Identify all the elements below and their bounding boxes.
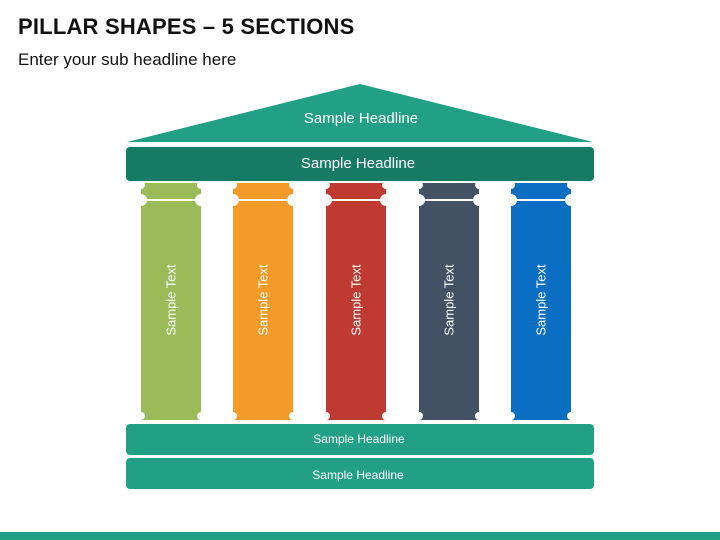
pillar-capital-line (423, 199, 475, 201)
pillar-label: Sample Text (256, 264, 271, 336)
pillar-notch (227, 194, 239, 206)
beam-bar (126, 147, 594, 181)
pillar-notch (382, 412, 390, 420)
roof-triangle (127, 84, 593, 142)
pillar-shaft (326, 183, 386, 420)
pillar-shaft (511, 183, 571, 420)
pillar-capital-line (237, 199, 289, 201)
pillar-notch (195, 194, 207, 206)
pillars-group: Sample Text Sample Text Sample Text Sample … (135, 181, 577, 420)
pillar-notch (413, 194, 425, 206)
pillar-notch (475, 412, 483, 420)
base-bar-upper (126, 424, 594, 455)
pillar-3: Sample Text (320, 181, 392, 420)
page-title: PILLAR SHAPES – 5 SECTIONS (18, 14, 355, 39)
pillar-notch (380, 194, 392, 206)
pillar-notch (382, 181, 390, 189)
pillar-capital-line (145, 199, 197, 201)
pillar-notch (289, 181, 297, 189)
pillar-notch (473, 194, 485, 206)
pillar-capital-line (330, 199, 382, 201)
pillar-notch (475, 181, 483, 189)
base-bar-lower (126, 458, 594, 489)
pillar-notch (567, 181, 575, 189)
pillar-notch (320, 194, 332, 206)
pillar-notch (137, 412, 145, 420)
pillar-notch (287, 194, 299, 206)
page-subtitle: Enter your sub headline here (18, 50, 237, 69)
pillar-label: Sample Text (442, 264, 457, 336)
pillar-notch (507, 412, 515, 420)
bottom-accent-bar (0, 532, 720, 540)
pillar-notch (137, 181, 145, 189)
pillar-notch (229, 412, 237, 420)
base-label-lower: Sample Headline (312, 468, 404, 482)
pillar-1: Sample Text (135, 181, 207, 420)
pillar-notch (322, 181, 330, 189)
pillar-shaft (141, 183, 201, 420)
roof-label: Sample Headline (304, 110, 418, 127)
pillar-label: Sample Text (164, 264, 179, 336)
base-label-upper: Sample Headline (313, 432, 405, 446)
pillar-notch (505, 194, 517, 206)
pillar-capital-line (515, 199, 567, 201)
pillar-notch (567, 412, 575, 420)
pillar-notch (289, 412, 297, 420)
pillar-notch (135, 194, 147, 206)
pillar-notch (197, 412, 205, 420)
pillar-notch (229, 181, 237, 189)
pillar-notch (415, 181, 423, 189)
pillar-label: Sample Text (349, 264, 364, 336)
pillar-2: Sample Text (227, 181, 299, 420)
pillar-5: Sample Text (505, 181, 577, 420)
pillar-notch (415, 412, 423, 420)
pillar-shaft (233, 183, 293, 420)
pillar-notch (197, 181, 205, 189)
pillar-4: Sample Text (413, 181, 485, 420)
pillar-shaft (419, 183, 479, 420)
beam-label: Sample Headline (301, 155, 415, 172)
pillar-label: Sample Text (534, 264, 549, 336)
pillar-notch (322, 412, 330, 420)
pillar-notch (565, 194, 577, 206)
pillar-notch (507, 181, 515, 189)
